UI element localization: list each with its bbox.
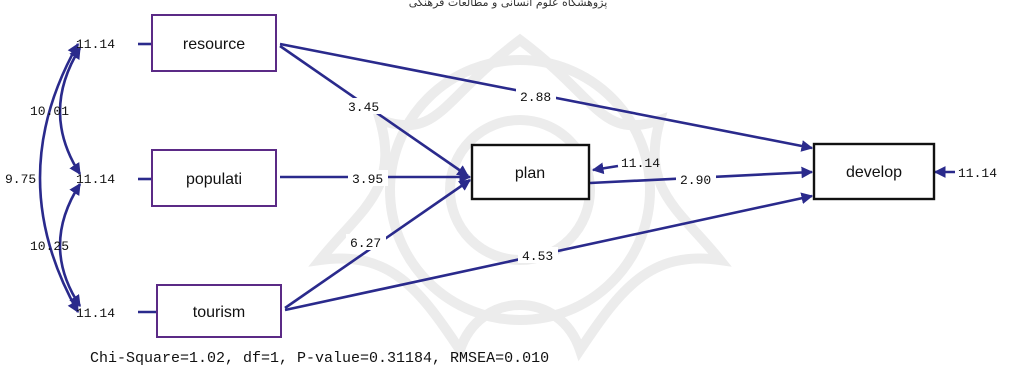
path-label-resource-develop: 2.88 bbox=[516, 88, 556, 105]
path-label-tourism-plan-text: 6.27 bbox=[350, 236, 381, 251]
path-label-plan-develop: 2.90 bbox=[676, 171, 716, 188]
path-label-resource-plan-text: 3.45 bbox=[348, 100, 379, 115]
error-variance-populati: 11.14 bbox=[76, 172, 115, 187]
covariance-label-resource-tourism: 9.75 bbox=[5, 172, 36, 187]
path-label-resource-plan: 3.45 bbox=[344, 98, 382, 115]
path-label-plan-develop-text: 2.90 bbox=[680, 173, 711, 188]
node-plan-label: plan bbox=[515, 165, 545, 182]
node-resource-label: resource bbox=[183, 36, 245, 53]
path-label-resource-develop-text: 2.88 bbox=[520, 90, 551, 105]
path-label-tourism-develop: 4.53 bbox=[518, 247, 558, 264]
node-resource: resource bbox=[151, 14, 277, 72]
node-tourism-label: tourism bbox=[193, 304, 245, 321]
path-label-tourism-develop-text: 4.53 bbox=[522, 249, 553, 264]
header-text: پژوهشگاه علوم انسانی و مطالعات فرهنگی bbox=[409, 0, 608, 9]
error-arrow-plan bbox=[591, 162, 619, 175]
error-variance-plan: 11.14 bbox=[621, 156, 660, 171]
node-plan: plan bbox=[470, 143, 591, 201]
covariance-label-populati-tourism: 10.25 bbox=[30, 239, 69, 254]
node-develop: develop bbox=[812, 142, 936, 201]
path-label-tourism-plan: 6.27 bbox=[346, 234, 386, 251]
node-populati-label: populati bbox=[186, 171, 242, 188]
fit-statistics: Chi-Square=1.02, df=1, P-value=0.31184, … bbox=[90, 350, 549, 367]
error-variance-resource: 11.14 bbox=[76, 37, 115, 52]
path-label-populati-plan-text: 3.95 bbox=[352, 172, 383, 187]
node-populati: populati bbox=[151, 149, 277, 207]
path-label-populati-plan: 3.95 bbox=[348, 170, 388, 187]
covariance-arc-resource-tourism bbox=[38, 42, 80, 314]
covariance-label-resource-populati: 10.01 bbox=[30, 104, 69, 119]
error-variance-tourism: 11.14 bbox=[76, 306, 115, 321]
error-variance-develop: 11.14 bbox=[958, 166, 997, 181]
node-develop-label: develop bbox=[846, 164, 902, 181]
node-tourism: tourism bbox=[156, 284, 282, 338]
